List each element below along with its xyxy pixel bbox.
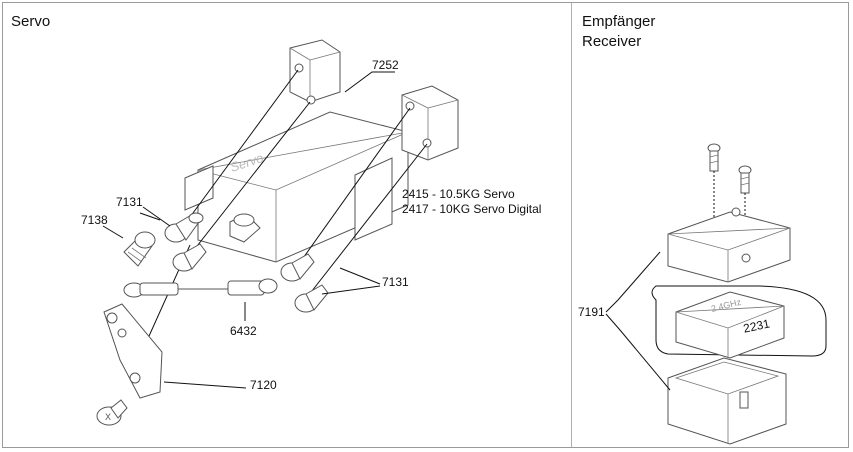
receiver-screw-left [707,143,721,220]
screw-7131-right-a [280,253,315,282]
receiver-leader-lines [605,251,671,391]
horn-screw: X [96,399,128,426]
callout-7131-right: 7131 [382,275,409,289]
servo-bracket-lower [401,85,459,161]
panel-divider [571,3,572,447]
screw-7131-left-b [172,243,207,272]
receiver-panel-title-de: Empfänger [582,13,656,30]
callout-7138: 7138 [81,213,108,227]
callout-7191: 7191 [578,305,605,319]
servo-panel-title: Servo [11,13,51,30]
callout-7252: 7252 [372,58,399,72]
servo-output-spline [229,213,261,243]
receiver-box-lid [667,207,791,283]
callout-servo-2415: 2415 - 10.5KG Servo [402,187,515,201]
callout-6432: 6432 [230,324,257,338]
linkage-rod-6432 [123,278,278,298]
receiver-box-base [667,357,787,445]
diagram-frame [2,2,849,448]
servo-horn-7120 [103,303,163,399]
horn-screw-mark: X [105,412,111,422]
servo-bracket-upper [289,39,341,105]
screw-7138 [123,231,156,267]
receiver-panel-title-en: Receiver [582,33,642,50]
servo-leader-lines [102,71,395,389]
assembly-guide-lines [135,69,428,366]
servo-body: Servo [184,111,409,263]
callout-servo-2417: 2417 - 10KG Servo Digital [402,202,542,216]
callout-7120: 7120 [250,378,277,392]
screw-7131-left-a [164,212,204,243]
callout-7131-left: 7131 [116,195,143,209]
receiver-unit: 2.4GHz [675,291,785,359]
screw-7131-right-b [294,284,329,313]
